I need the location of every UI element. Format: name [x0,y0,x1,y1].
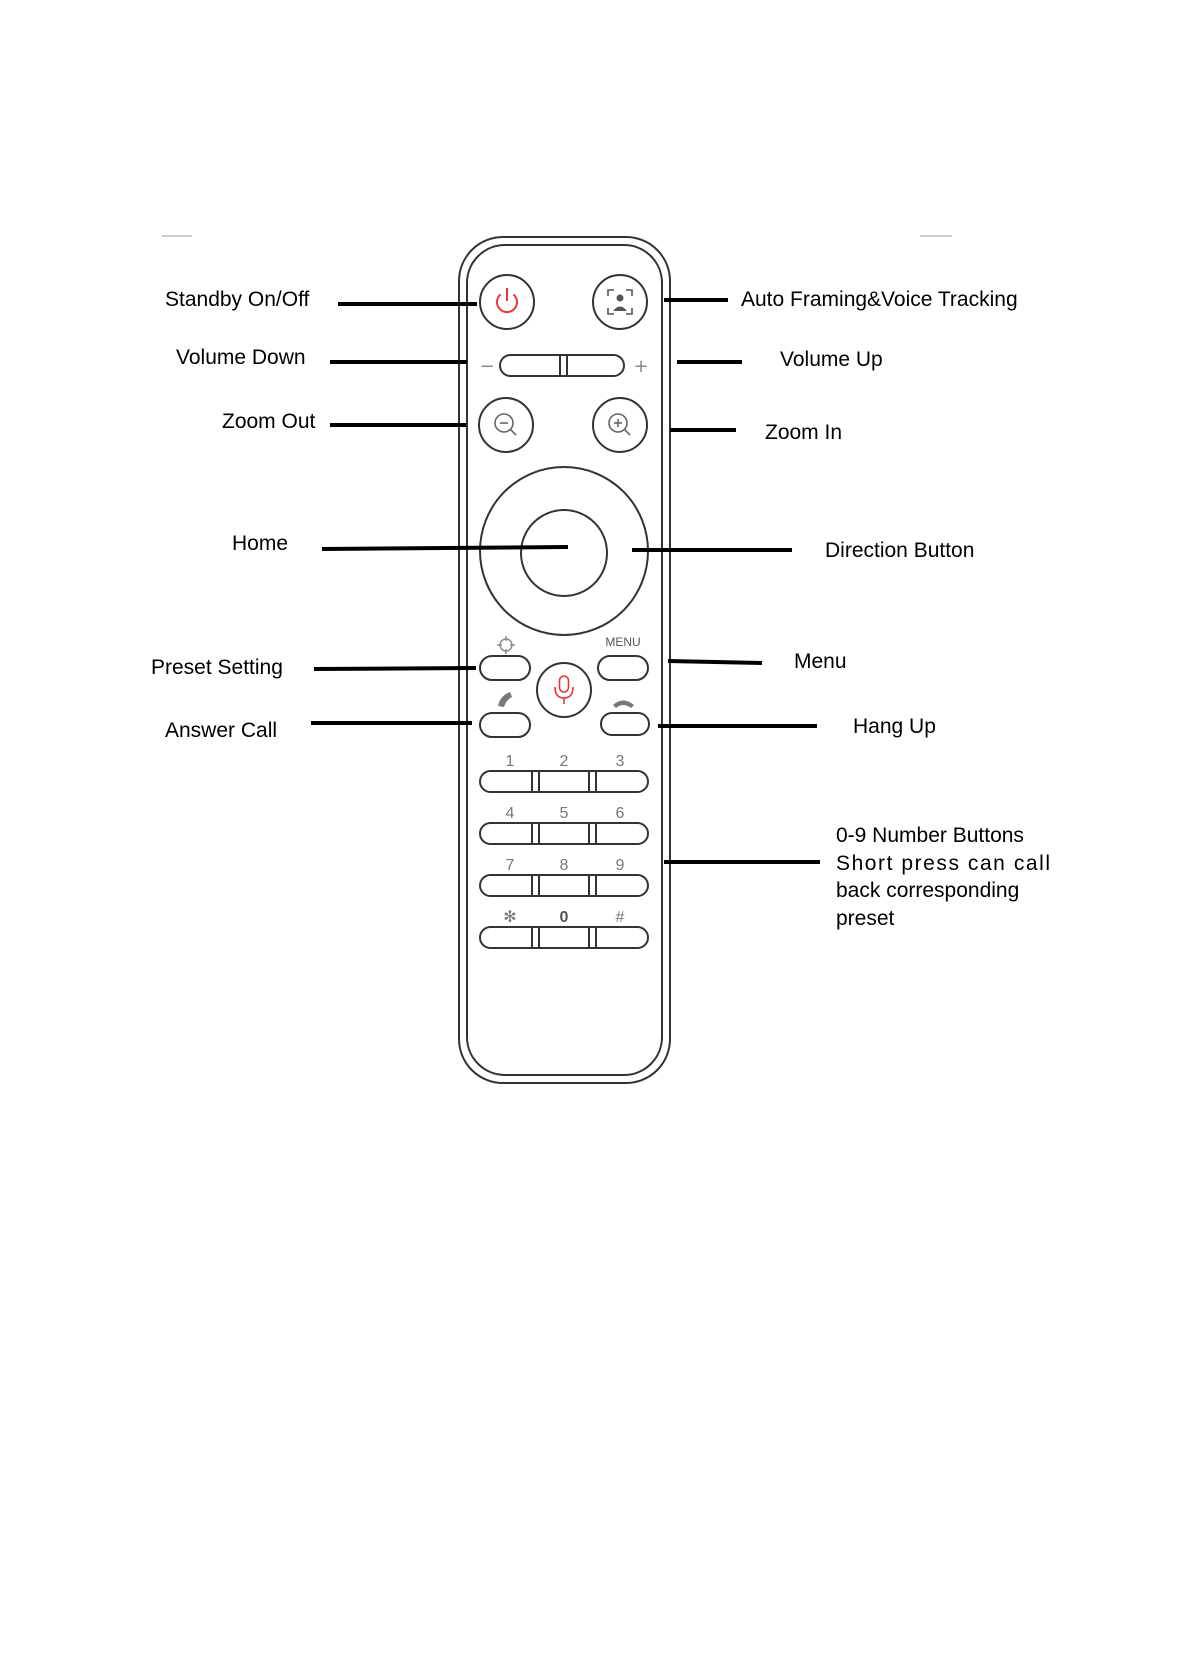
label-volume-up: Volume Up [780,348,883,371]
label-answer-call: Answer Call [165,719,277,742]
preset-setting-button[interactable] [480,656,530,680]
hang-up-button[interactable] [601,713,649,735]
power-button[interactable] [480,275,534,329]
keypad-row-1: 1 2 3 [480,753,648,792]
keypad-divider [589,927,596,948]
keypad-key-6: 6 [616,805,625,822]
keypad-divider [532,875,539,896]
volume-plus-sign: + [633,356,648,377]
answer-phone-icon [498,692,512,707]
label-standby: Standby On/Off [165,288,310,311]
volume-minus-sign: − [479,356,494,377]
zoom-out-button[interactable] [479,398,533,452]
label-auto-framing: Auto Framing&Voice Tracking [741,288,1018,311]
label-volume-down: Volume Down [176,346,306,369]
label-number-buttons-line-2: Short press can call [836,852,1050,875]
keypad-key-star: ✻ [503,909,516,926]
hangup-phone-icon [613,701,634,709]
keypad-bar-2[interactable] [480,823,648,844]
keypad-bar-1[interactable] [480,771,648,792]
leader-menu [668,661,762,663]
keypad-key-2: 2 [560,753,569,770]
keypad-key-5: 5 [560,805,569,822]
keypad-row-4: ✻ 0 # [480,909,648,948]
volume-rocker[interactable] [500,355,624,376]
label-preset-setting: Preset Setting [151,656,283,679]
label-direction: Direction Button [825,539,974,562]
keypad-key-7: 7 [506,857,515,874]
label-number-buttons-line-4: preset [836,907,895,930]
keypad-key-0: 0 [560,909,569,926]
label-menu: Menu [794,650,847,673]
leader-preset-setting [314,668,476,669]
keypad-divider [589,771,596,792]
keypad-key-3: 3 [616,753,625,770]
label-zoom-in: Zoom In [765,421,842,444]
leader-home [322,547,568,549]
label-home: Home [232,532,288,555]
zoom-in-button[interactable] [593,398,647,452]
keypad-row-3: 7 8 9 [480,857,648,896]
label-number-buttons-line-1: 0-9 Number Buttons [836,824,1024,847]
auto-framing-button[interactable] [593,275,647,329]
microphone-button[interactable] [537,663,591,717]
keypad-bar-4[interactable] [480,927,648,948]
label-number-buttons-line-3: back corresponding [836,879,1019,902]
keypad-key-9: 9 [616,857,625,874]
keypad-divider [589,875,596,896]
volume-rocker-divider [560,355,567,376]
home-button[interactable] [521,510,607,596]
keypad-row-2: 4 5 6 [480,805,648,844]
keypad-divider [589,823,596,844]
keypad-key-1: 1 [506,753,515,770]
keypad-key-4: 4 [506,805,515,822]
menu-button[interactable] [598,656,648,680]
keypad: 1 2 3 4 5 6 7 8 9 ✻ 0 # [480,753,648,948]
answer-call-button[interactable] [480,713,530,737]
label-hang-up: Hang Up [853,715,936,738]
menu-key-label: MENU [605,635,640,649]
keypad-divider [532,823,539,844]
keypad-bar-3[interactable] [480,875,648,896]
crosshair-icon [497,636,515,654]
keypad-key-8: 8 [560,857,569,874]
keypad-divider [532,771,539,792]
keypad-divider [532,927,539,948]
label-zoom-out: Zoom Out [222,410,316,433]
keypad-key-hash: # [616,909,625,926]
